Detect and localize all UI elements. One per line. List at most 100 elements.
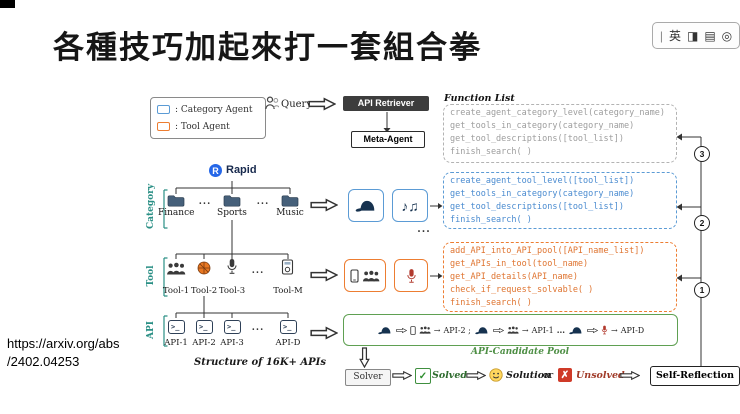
legend-row-category: : Category Agent: [157, 101, 259, 118]
thin-arrow-icon: →: [433, 325, 441, 335]
small-arrow-icon: [492, 327, 504, 333]
device-icon: [281, 259, 294, 275]
terminal-icon: >_: [224, 320, 241, 334]
tool-item: Tool-2: [190, 286, 218, 296]
small-arrow-icon: [395, 327, 407, 333]
tool-function-list: create_agent_tool_level([tool_list]) get…: [443, 172, 677, 229]
meta-agent-box: Meta-Agent: [351, 131, 425, 148]
function-line: get_tools_in_category(category_name): [450, 189, 635, 199]
people-group-icon: [419, 326, 431, 334]
folder-icon: [281, 195, 299, 207]
music-notes-icon: ♪♫: [401, 197, 419, 214]
api-candidate-pool: → API-2 ; → API-1 ... → API-D: [343, 314, 678, 346]
thin-arrow-icon: →: [521, 325, 529, 335]
solved-label: Solved: [432, 370, 468, 381]
people-group-icon: [167, 262, 186, 275]
category-function-list: create_agent_category_level(category_nam…: [443, 104, 677, 163]
category-item: Sports: [217, 208, 247, 218]
self-reflection-box: Self-Reflection: [650, 366, 740, 386]
ellipsis: ...: [198, 197, 212, 207]
ellipsis: ...: [556, 325, 566, 335]
smiley-icon: [489, 368, 503, 382]
down-arrow-icon: [359, 347, 370, 368]
legend-row-tool: : Tool Agent: [157, 118, 259, 135]
pool-entry: API-2 ;: [443, 325, 471, 335]
rapidapi-logo-icon: R: [209, 164, 222, 177]
cap-icon: [475, 326, 488, 334]
function-line: create_agent_tool_level([tool_list]): [450, 176, 635, 186]
function-line: get_API_details(API_name): [450, 272, 578, 282]
tool-item: Tool-1: [162, 286, 190, 296]
microphone-icon: [227, 259, 237, 274]
pool-entry: API-1: [531, 325, 554, 335]
api-retriever-box: API Retriever: [343, 96, 429, 111]
legend: : Category Agent : Tool Agent: [150, 97, 266, 139]
tool-agent-box-mic: [394, 259, 428, 292]
slide-title: 各種技巧加起來打一套組合拳: [53, 30, 482, 65]
terminal-icon: >_: [280, 320, 297, 334]
step-badge-3: 3: [694, 146, 710, 162]
pool-entry: API-D: [620, 325, 645, 335]
function-line: get_tool_descriptions([tool_list]): [450, 202, 624, 212]
basketball-icon: [197, 261, 211, 275]
function-line: add_API_into_API_pool([API_name_list]): [450, 246, 645, 256]
tool-agent-swatch: [157, 122, 170, 131]
function-line: get_tool_descriptions([tool_list]): [450, 134, 624, 144]
microphone-icon: [601, 325, 608, 335]
function-line: finish_search( ): [450, 147, 532, 157]
phone-icon: [350, 268, 359, 283]
people-group-icon: [507, 326, 519, 334]
settings-icon[interactable]: ◎: [721, 28, 733, 43]
unsolved-label: Unsolved: [576, 370, 625, 381]
toolbar-divider-icon[interactable]: |: [659, 28, 663, 43]
source-url-line1: https://arxiv.org/abs: [7, 336, 120, 351]
ellipsis: ...: [256, 197, 270, 207]
level-label-api: API: [146, 321, 156, 339]
function-line: get_APIs_in_tool(tool_name): [450, 259, 589, 269]
source-url-line2: /2402.04253: [7, 354, 80, 369]
microphone-icon: [406, 268, 416, 283]
flow-arrow-tool-icon: [310, 268, 338, 282]
flow-arrow-api-icon: [310, 326, 338, 340]
step-badge-2: 2: [694, 215, 710, 231]
function-list-title: Function List: [444, 93, 515, 104]
api-item: API-D: [275, 338, 301, 348]
function-line: finish_search( ): [450, 298, 532, 308]
function-line: create_agent_category_level(category_nam…: [450, 108, 665, 118]
category-agent-box: [348, 189, 384, 222]
check-icon: ✓: [415, 368, 431, 384]
small-arrow-icon: [587, 327, 599, 333]
half-width-icon[interactable]: ◨: [686, 28, 699, 43]
terminal-icon: >_: [168, 320, 185, 334]
phone-icon: [410, 325, 416, 335]
people-group-icon: [362, 270, 380, 281]
category-item: Music: [276, 208, 304, 218]
legend-category-label: : Category Agent: [175, 104, 253, 115]
panel-icon[interactable]: ▤: [704, 28, 716, 43]
category-agent-swatch: [157, 105, 170, 114]
legend-tool-label: : Tool Agent: [175, 121, 230, 132]
step-badge-1: 1: [694, 282, 710, 298]
category-agent-box-music: ♪♫: [392, 189, 428, 222]
ellipsis: ...: [251, 323, 265, 333]
cap-icon: [378, 326, 391, 334]
level-label-tool: Tool: [146, 265, 156, 287]
folder-icon: [223, 195, 241, 207]
flow-arrow-category-icon: [310, 198, 338, 212]
api-function-list: add_API_into_API_pool([API_name_list]) g…: [443, 242, 677, 312]
folder-icon: [167, 195, 185, 207]
api-item: API-1: [164, 338, 188, 348]
language-mode-button[interactable]: 英: [668, 29, 681, 43]
function-line: check_if_request_solvable( ): [450, 285, 594, 295]
terminal-icon: >_: [196, 320, 213, 334]
corner-artifact: [0, 0, 15, 8]
solution-label: Solution: [506, 370, 551, 381]
rapidapi-label: Rapid: [226, 164, 257, 176]
user-icon: [265, 96, 279, 110]
solver-box: Solver: [345, 369, 391, 386]
ellipsis: ...: [417, 224, 431, 235]
pool-caption: API-Candidate Pool: [470, 347, 570, 357]
ime-toolbar: | 英 ◨ ▤ ◎: [652, 22, 740, 49]
thin-arrow-icon: →: [611, 325, 618, 335]
